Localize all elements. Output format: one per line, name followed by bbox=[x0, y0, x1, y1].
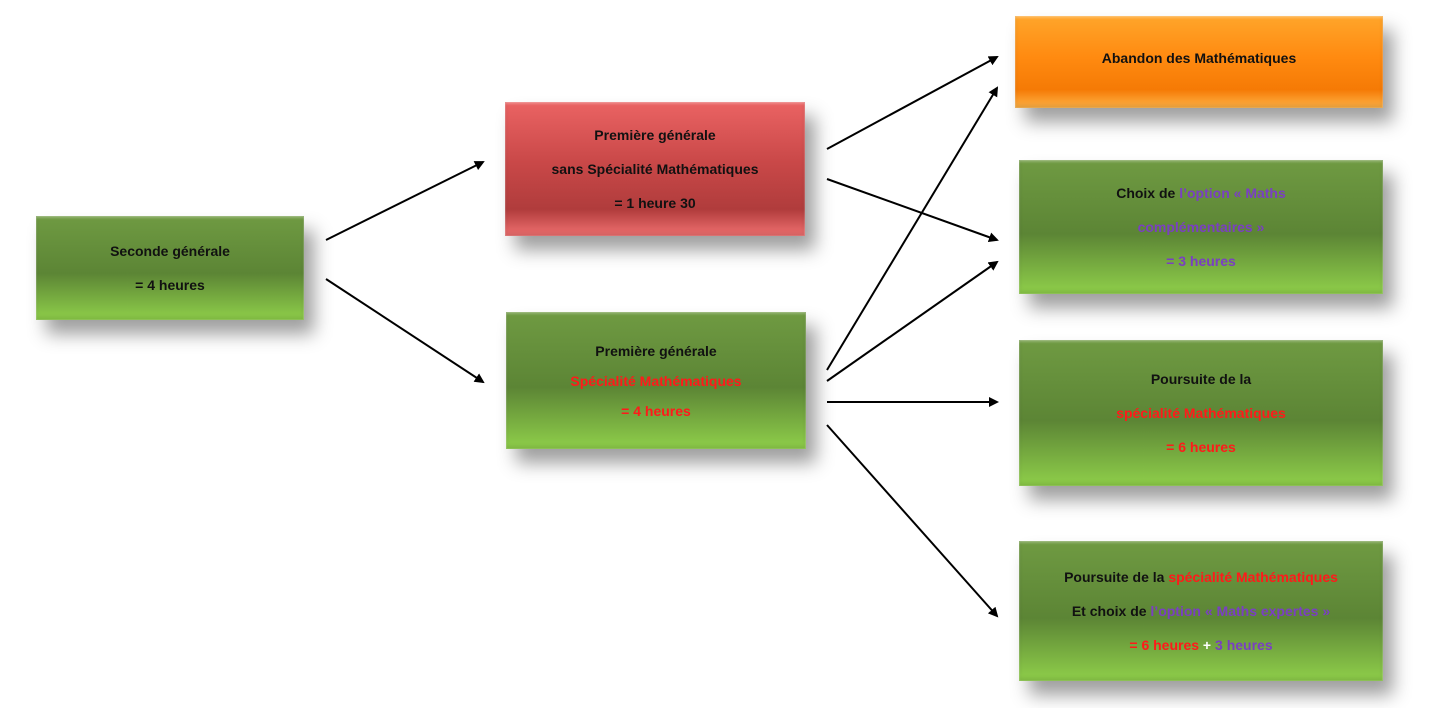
node-premiere-sans-specialite: Première générale sans Spécialité Mathém… bbox=[505, 102, 805, 236]
arrow-sans-to-complementaires bbox=[826, 178, 999, 243]
arrow-sans-to-abandon bbox=[826, 56, 999, 150]
arrow-seconde-to-premiere-spe bbox=[325, 278, 485, 384]
expertes-hours-option: 3 heures bbox=[1215, 637, 1273, 653]
arrow-spe-to-expertes bbox=[826, 424, 999, 618]
node-abandon-mathematiques: Abandon des Mathématiques bbox=[1015, 16, 1383, 108]
node-seconde-generale: Seconde générale = 4 heures bbox=[36, 216, 304, 320]
complementaires-hours: = 3 heures bbox=[1166, 253, 1236, 269]
node-poursuite-specialite: Poursuite de la spécialité Mathématiques… bbox=[1019, 340, 1383, 486]
node-maths-complementaires: Choix de l’option « Maths complémentaire… bbox=[1019, 160, 1383, 294]
premiere-sans-title: Première générale bbox=[594, 127, 716, 143]
premiere-sans-hours: = 1 heure 30 bbox=[614, 195, 696, 211]
seconde-title: Seconde générale bbox=[110, 243, 230, 259]
expertes-option: l’option « Maths expertes » bbox=[1150, 603, 1331, 619]
premiere-spe-title: Première générale bbox=[595, 342, 717, 359]
complementaires-option: l’option « Maths bbox=[1179, 185, 1286, 201]
poursuite-title: Poursuite de la bbox=[1150, 371, 1252, 387]
expertes-plus: + bbox=[1199, 637, 1216, 653]
expertes-choix-prefix: Et choix de bbox=[1071, 603, 1151, 619]
complementaires-title: complémentaires » bbox=[1137, 219, 1265, 235]
arrow-seconde-to-premiere-sans bbox=[325, 161, 485, 241]
expertes-prefix: Poursuite de la bbox=[1064, 569, 1169, 585]
premiere-spe-subtitle: Spécialité Mathématiques bbox=[570, 372, 742, 389]
arrow-spe-to-abandon bbox=[826, 86, 999, 371]
premiere-sans-subtitle: sans Spécialité Mathématiques bbox=[551, 161, 759, 177]
seconde-hours: = 4 heures bbox=[135, 277, 205, 293]
expertes-hours-spe: = 6 heures bbox=[1129, 637, 1200, 653]
poursuite-hours: = 6 heures bbox=[1166, 439, 1236, 455]
abandon-label: Abandon des Mathématiques bbox=[1101, 50, 1297, 66]
premiere-spe-hours: = 4 heures bbox=[621, 402, 691, 419]
arrow-spe-to-complementaires bbox=[826, 260, 999, 382]
node-maths-expertes: Poursuite de la spécialité Mathématiques… bbox=[1019, 541, 1383, 681]
poursuite-specialite: spécialité Mathématiques bbox=[1116, 405, 1286, 421]
expertes-specialite: spécialité Mathématiques bbox=[1168, 569, 1338, 585]
node-premiere-specialite: Première générale Spécialité Mathématiqu… bbox=[506, 312, 806, 449]
complementaires-prefix: Choix de bbox=[1116, 185, 1180, 201]
